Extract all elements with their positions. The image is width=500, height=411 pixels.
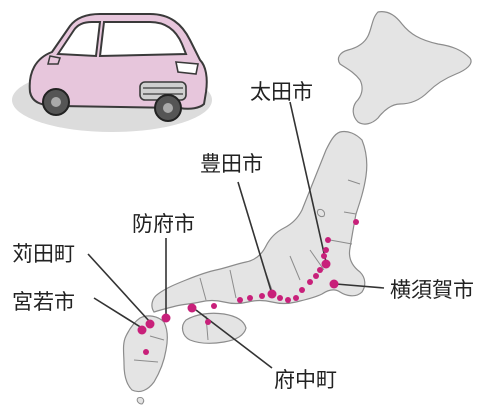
label-ota: 太田市 [250,80,313,104]
marker-kanda [145,319,155,329]
marker [211,303,217,309]
marker [143,349,149,355]
shikoku [181,312,247,344]
marker-hofu [161,313,171,323]
leader-toyota [237,181,273,295]
marker-fuchu [187,303,197,313]
hokkaido [337,11,472,125]
plant-markers [137,219,359,355]
car-icon [12,13,212,132]
marker-toyota [267,289,277,299]
marker [285,297,291,303]
marker [247,295,253,301]
marker [205,319,211,325]
marker [237,297,243,303]
marker [323,247,329,253]
leader-kanda [87,253,151,323]
label-hofu: 防府市 [132,212,195,236]
marker [299,287,305,293]
leader-lines [87,101,385,369]
marker [353,219,359,225]
leader-miyawaka [93,297,143,329]
label-toyota: 豊田市 [200,152,263,176]
marker-ota [321,259,331,269]
marker [317,267,323,273]
label-fuchu: 府中町 [274,368,337,392]
marker-yokosuka [329,279,339,289]
marker [313,273,319,279]
label-yokosuka: 横須賀市 [390,278,474,302]
marker [259,293,265,299]
marker [293,295,299,301]
leader-yokosuka [335,283,385,289]
label-kanda: 苅田町 [12,242,75,266]
leader-ota [289,101,327,263]
marker [325,237,331,243]
marker [277,295,283,301]
marker [307,279,313,285]
honshu [151,130,368,313]
marker [321,253,327,259]
marker-miyawaka [137,325,147,335]
label-miyawaka: 宮若市 [12,290,75,314]
